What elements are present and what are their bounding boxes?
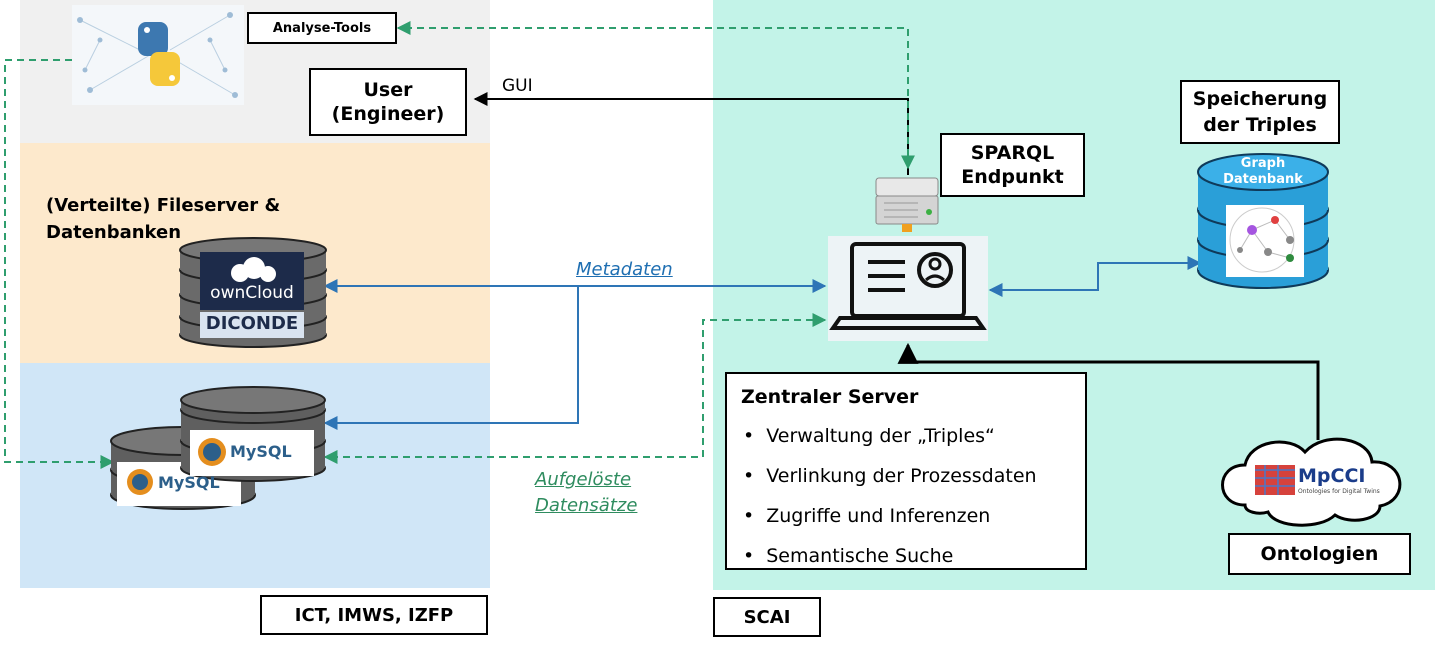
metadata-link[interactable]: Metadaten	[576, 259, 673, 280]
owncloud-label: ownCloud	[210, 283, 294, 303]
triple-storage-box: Speicherung der Triples	[1180, 80, 1340, 144]
central-server-features: Verwaltung der „Triples“ Verlinkung der …	[741, 416, 1071, 576]
ontologies-box: Ontologien	[1228, 533, 1411, 575]
mysql-back-label: MySQL	[158, 473, 220, 492]
resolved-datasets-link[interactable]: Aufgelöste Datensätze	[535, 469, 638, 516]
ontology-arrow	[897, 342, 1320, 440]
central-server-title: Zentraler Server	[741, 386, 919, 408]
feature-item: Zugriffe und Inferenzen	[743, 496, 1071, 536]
ontology-cloud	[1221, 437, 1402, 527]
central-server-box: Zentraler Server Verwaltung der „Triples…	[725, 372, 1087, 570]
graph-database	[1197, 153, 1329, 289]
scai-box: SCAI	[713, 597, 821, 637]
gui-arrow	[473, 92, 909, 175]
fileserver-label: (Verteilte) Fileserver & Datenbanken	[46, 195, 281, 243]
owncloud-database	[179, 237, 327, 348]
resolved-datasets-arrow	[323, 313, 827, 464]
feature-item: Verlinkung der Prozessdaten	[743, 456, 1071, 496]
ict-imws-izfp-box: ICT, IMWS, IZFP	[260, 595, 488, 635]
python-mysql-loop	[4, 59, 115, 469]
server-hardware-icon	[875, 177, 939, 232]
feature-item: Verwaltung der „Triples“	[743, 416, 1071, 456]
diconde-label: DICONDE	[205, 313, 299, 334]
central-server-laptop-icon	[828, 236, 988, 341]
gui-label: GUI	[502, 76, 533, 96]
mysql-database-front	[180, 386, 326, 482]
feature-item: Semantische Suche	[743, 536, 1071, 576]
mysql-front-label: MySQL	[230, 442, 292, 461]
metadata-mysql-arrow	[323, 286, 579, 430]
python-network-image	[72, 5, 244, 105]
graph-db-arrow	[988, 256, 1202, 297]
graph-db-label: Graph Datenbank	[1223, 156, 1303, 187]
mpcci-label: MpCCI	[1298, 465, 1366, 487]
analysis-tools-arrow	[396, 21, 915, 170]
user-engineer-box: User (Engineer)	[309, 68, 467, 136]
mpcci-subtitle: Ontologies for Digital Twins	[1298, 488, 1380, 495]
sparql-endpoint-box: SPARQL Endpunkt	[940, 133, 1085, 197]
analyse-tools-box: Analyse-Tools	[247, 12, 397, 44]
